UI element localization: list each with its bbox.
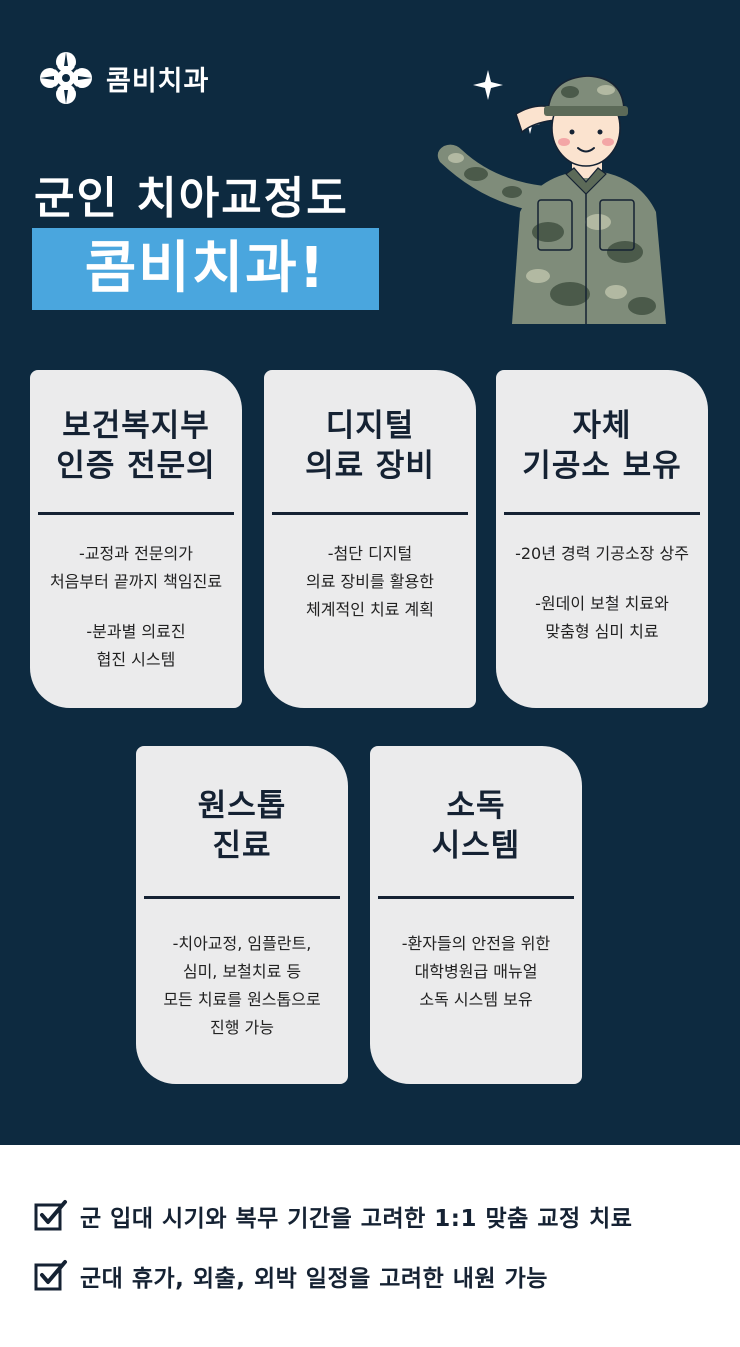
card-paragraph: -교정과 전문의가 처음부터 끝까지 책임진료 (30, 540, 242, 596)
headline: 군인 치아교정도 (34, 173, 349, 224)
card-title-line: 보건복지부 (62, 408, 210, 444)
card-text-line: 소독 시스템 보유 (419, 990, 533, 1009)
card-divider (504, 512, 700, 515)
feature-card-sterilization: 소독 시스템 -환자들의 안전을 위한 대학병원급 매뉴얼 소독 시스템 보유 (370, 746, 582, 1084)
saluting-soldier-illustration (437, 70, 666, 324)
checkbox-checked-icon (34, 1260, 67, 1291)
card-text-line: -첨단 디지털 (327, 544, 413, 563)
card-title-line: 소독 (446, 788, 506, 824)
card-paragraph: -20년 경력 기공소장 상주 (496, 540, 708, 568)
card-paragraph: -치아교정, 임플란트, 심미, 보철치료 등 모든 치료를 원스톱으로 진행 … (136, 930, 348, 1042)
card-text-line: -치아교정, 임플란트, (172, 934, 312, 953)
card-text-line: -교정과 전문의가 (79, 544, 193, 563)
feature-card-specialist: 보건복지부 인증 전문의 -교정과 전문의가 처음부터 끝까지 책임진료 -분과… (30, 370, 242, 708)
card-divider (144, 896, 340, 899)
card-paragraph: -첨단 디지털 의료 장비를 활용한 체계적인 치료 계획 (264, 540, 476, 624)
brand-logo[interactable]: 콤비치과 (36, 48, 209, 108)
checklist-text: 군대 휴가, 외출, 외박 일정을 고려한 내원 가능 (80, 1266, 548, 1292)
highlight-banner: 콤비치과! (32, 228, 379, 310)
flower-logo-icon (40, 52, 92, 104)
card-text-line: 진행 가능 (210, 1018, 274, 1037)
card-title-line: 진료 (212, 828, 272, 864)
card-body: -교정과 전문의가 처음부터 끝까지 책임진료 -분과별 의료진 협진 시스템 (30, 540, 242, 674)
card-text-line: 모든 치료를 원스톱으로 (163, 990, 321, 1009)
card-text-line: -원데이 보철 치료와 (535, 594, 669, 613)
card-title-line: 의료 장비 (305, 448, 435, 484)
card-title: 원스톱 진료 (136, 786, 348, 866)
card-text-line: 체계적인 치료 계획 (306, 600, 434, 619)
card-paragraph: -분과별 의료진 협진 시스템 (30, 618, 242, 674)
card-title-line: 시스템 (431, 828, 521, 864)
card-title: 자체 기공소 보유 (496, 406, 708, 486)
hero-section: 콤비치과 군인 치아교정도 콤비치과! (0, 0, 740, 1145)
card-text-line: -20년 경력 기공소장 상주 (515, 544, 689, 563)
brand-name: 콤비치과 (106, 65, 210, 97)
card-divider (272, 512, 468, 515)
card-title-line: 기공소 보유 (522, 448, 682, 484)
card-text-line: -분과별 의료진 (86, 622, 186, 641)
card-title-line: 원스톱 (197, 788, 287, 824)
checklist-text: 군 입대 시기와 복무 기간을 고려한 1:1 맞춤 교정 치료 (80, 1206, 633, 1232)
card-text-line: 의료 장비를 활용한 (306, 572, 434, 591)
checklist-section: 군 입대 시기와 복무 기간을 고려한 1:1 맞춤 교정 치료 군대 휴가, … (0, 1145, 740, 1347)
card-paragraph: -원데이 보철 치료와 맞춤형 심미 치료 (496, 590, 708, 646)
sparkle-icon (473, 70, 503, 100)
card-title-line: 자체 (572, 408, 632, 444)
checklist-item: 군대 휴가, 외출, 외박 일정을 고려한 내원 가능 (34, 1259, 548, 1293)
card-title: 보건복지부 인증 전문의 (30, 406, 242, 486)
card-paragraph: -환자들의 안전을 위한 대학병원급 매뉴얼 소독 시스템 보유 (370, 930, 582, 1014)
card-body: -첨단 디지털 의료 장비를 활용한 체계적인 치료 계획 (264, 540, 476, 624)
card-title: 디지털 의료 장비 (264, 406, 476, 486)
card-text-line: 맞춤형 심미 치료 (545, 622, 659, 641)
card-text-line: 심미, 보철치료 등 (182, 962, 302, 981)
card-title-line: 인증 전문의 (56, 448, 216, 484)
highlight-text: 콤비치과! (84, 236, 327, 301)
checkbox-checked-icon (34, 1200, 67, 1231)
card-body: -20년 경력 기공소장 상주 -원데이 보철 치료와 맞춤형 심미 치료 (496, 540, 708, 646)
card-text-line: 협진 시스템 (96, 650, 176, 669)
card-text-line: 처음부터 끝까지 책임진료 (49, 572, 223, 591)
feature-card-dental-lab: 자체 기공소 보유 -20년 경력 기공소장 상주 -원데이 보철 치료와 맞춤… (496, 370, 708, 708)
card-text-line: 대학병원급 매뉴얼 (414, 962, 538, 981)
checklist-item: 군 입대 시기와 복무 기간을 고려한 1:1 맞춤 교정 치료 (34, 1199, 632, 1233)
feature-card-one-stop: 원스톱 진료 -치아교정, 임플란트, 심미, 보철치료 등 모든 치료를 원스… (136, 746, 348, 1084)
card-title: 소독 시스템 (370, 786, 582, 866)
feature-card-digital-equipment: 디지털 의료 장비 -첨단 디지털 의료 장비를 활용한 체계적인 치료 계획 (264, 370, 476, 708)
card-body: -치아교정, 임플란트, 심미, 보철치료 등 모든 치료를 원스톱으로 진행 … (136, 930, 348, 1042)
card-divider (378, 896, 574, 899)
card-body: -환자들의 안전을 위한 대학병원급 매뉴얼 소독 시스템 보유 (370, 930, 582, 1014)
card-text-line: -환자들의 안전을 위한 (401, 934, 551, 953)
card-divider (38, 512, 234, 515)
card-title-line: 디지털 (325, 408, 415, 444)
